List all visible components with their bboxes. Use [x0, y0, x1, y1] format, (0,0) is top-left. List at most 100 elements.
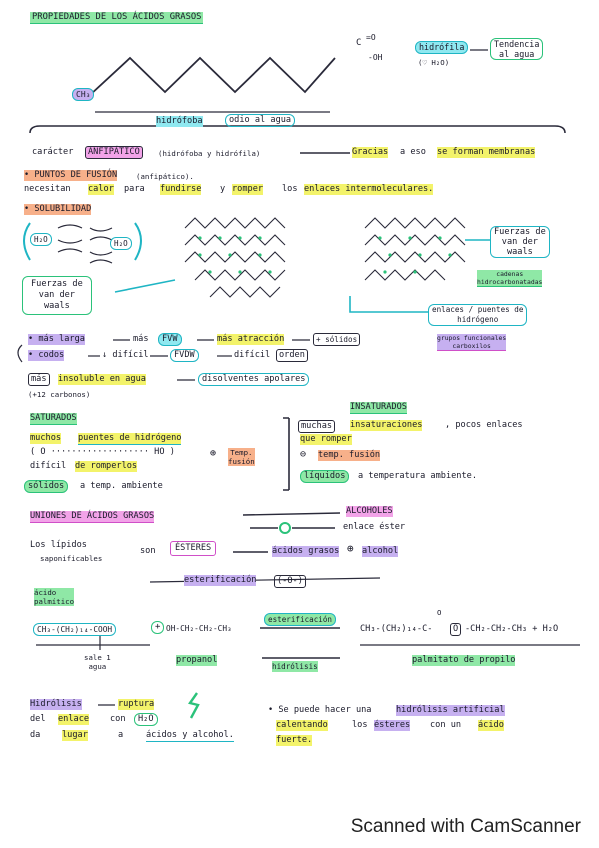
- reaction-right-a: CH₃-(CH₂)₁₄-C-: [360, 624, 433, 634]
- propanol-label: propanol: [176, 655, 218, 666]
- up-circle-icon: ⊕: [210, 448, 217, 459]
- carboxyl-oh: -OH: [368, 53, 383, 62]
- minus-o-label: (-O-): [274, 575, 306, 588]
- rule2-d: difícil: [234, 350, 271, 360]
- esteres-box: ÉSTERES: [170, 541, 217, 556]
- hidrofoba-label: hidrófoba: [156, 116, 203, 127]
- scanner-footer: Scanned with CamScanner: [0, 810, 599, 848]
- esterificacion-label: esterificación: [184, 575, 257, 586]
- fusion-title: • PUNTOS DE FUSIÓN: [24, 170, 118, 181]
- odio-box: odio al agua: [225, 114, 296, 127]
- reaction-oh: OH-CH₂-CH₂-CH₃: [166, 624, 232, 633]
- hidro-c: del: [30, 714, 46, 724]
- sat-l4a: sólidos: [24, 480, 69, 493]
- sat-l1b: puentes de hidrógeno: [78, 433, 182, 445]
- enlaces-box: enlaces / puentes de hidrógeno: [428, 304, 528, 326]
- enlace-ester: enlace éster: [343, 522, 406, 532]
- sat-bracket: [283, 417, 289, 491]
- caracter-p3: (hidrófoba y hidrófila): [158, 149, 261, 158]
- scanner-watermark: Scanned with CamScanner: [350, 816, 581, 837]
- hidro-i: a: [118, 730, 124, 740]
- insat-l1c: , pocos enlaces: [445, 420, 523, 430]
- lipidos-l2: saponificables: [40, 554, 103, 563]
- page-title: PROPIEDADES DE LOS ÁCIDOS GRASOS: [30, 12, 204, 24]
- caracter-p2: ANFIPÁTICO: [85, 146, 143, 159]
- hidro-j: ácidos y alcohol.: [146, 730, 234, 742]
- vdw-dots: [198, 236, 452, 274]
- insat-l2: que romper: [300, 434, 352, 445]
- art-f: con un: [430, 720, 462, 730]
- sat-l2: ( O ··················· HO ): [30, 447, 175, 457]
- rule1-e: + sólidos: [313, 333, 361, 346]
- arrow-enlaces: [349, 296, 428, 313]
- reaction-left: CH₃-(CH₂)₁₄-COOH: [33, 623, 117, 636]
- hidro-b: ruptura: [118, 699, 155, 710]
- sat-l1a: muchos: [30, 433, 62, 444]
- rule2-b: ↓ difícil: [102, 350, 149, 360]
- hidrofila-note: (♡ H₂O): [418, 58, 450, 67]
- rule1-d: más atracción: [217, 334, 285, 345]
- art-c: calentando: [276, 720, 328, 731]
- arrow-fuerzas-left: [114, 279, 176, 293]
- rules-arrows: [17, 339, 310, 381]
- insaturados-title: INSATURADOS: [350, 402, 407, 414]
- lipidos-l1: Los lípidos: [30, 540, 87, 550]
- water-molecules-icon: [57, 224, 113, 264]
- uniones-title: UNIONES DE ÁCIDOS GRASOS: [30, 511, 155, 523]
- alcoholes-label: ALCOHOLES: [346, 506, 393, 517]
- grupos-label: grupos funcionales carboxilos: [437, 334, 507, 351]
- solubilidad-title: • SOLUBILIDAD: [24, 204, 92, 215]
- alcohol-label: alcohol: [362, 546, 399, 557]
- rule1-b: más: [133, 334, 149, 344]
- insat-l1a: muchas: [298, 420, 336, 433]
- sat-temp: Temp. fusión: [228, 448, 255, 466]
- reaction-plus: +: [151, 621, 165, 634]
- h2o-left: H₂O: [30, 233, 52, 246]
- acido-palmitico: ácido palmítico: [34, 588, 75, 606]
- reaction-right-o: O: [450, 623, 462, 636]
- rule2-a: • codos: [28, 350, 65, 361]
- hidro-e: con: [110, 714, 126, 724]
- fusion-l2d: los: [282, 184, 298, 194]
- amphipathic-bracket: [29, 125, 566, 134]
- fatty-acid-zigzag: [89, 56, 336, 96]
- hidro-a: Hidrólisis: [30, 699, 82, 710]
- hidro-g: da: [30, 730, 41, 740]
- caracter-p1: carácter: [32, 147, 74, 157]
- insat-l1b: insaturaciones: [350, 420, 423, 431]
- fusion-romper: romper: [232, 184, 264, 195]
- rule1-c: FVW: [158, 333, 182, 346]
- lipid-chains-icon: [184, 217, 466, 298]
- h2o-right: H₂O: [110, 237, 132, 250]
- uniones-line: [242, 512, 341, 516]
- reaction-hidro: hidrólisis: [272, 661, 318, 672]
- plus-circle-icon: ⊕: [347, 542, 354, 555]
- art-d: los: [352, 720, 368, 730]
- hidro-f: H₂O: [134, 713, 158, 726]
- insat-l4b: a temperatura ambiente.: [358, 471, 477, 481]
- fusion-enlaces: enlaces intermoleculares.: [304, 184, 434, 195]
- fusion-l2b: para: [124, 184, 145, 194]
- sat-l4b: a temp. ambiente: [80, 481, 163, 491]
- son-label: son: [140, 546, 156, 556]
- caracter-p5: a eso: [400, 147, 426, 157]
- caracter-p6: se forman membranas: [437, 147, 536, 158]
- fuerzas-right-box: Fuerzas de van der waals: [490, 226, 550, 258]
- art-g: ácido: [478, 720, 504, 731]
- reaction-o-top: O: [437, 608, 442, 617]
- fusion-l2a: necesitan: [24, 184, 71, 194]
- hidro-h: lugar: [62, 730, 88, 741]
- art-e: ésteres: [374, 720, 411, 731]
- caracter-p4: Gracias: [352, 147, 389, 158]
- rule2-c: FVDW: [170, 349, 199, 362]
- reaction-ester: esterificación: [264, 613, 337, 626]
- rule3-c: disolventes apolares: [198, 373, 310, 386]
- sale-agua: sale 1 agua: [84, 653, 111, 671]
- fusion-l2c: y: [220, 184, 226, 194]
- rule4: (+12 carbonos): [28, 390, 91, 399]
- acidos-grasos: ácidos grasos: [272, 546, 340, 557]
- h2o-bracket-left: [23, 222, 31, 261]
- art-b: hidrólisis artificial: [396, 705, 505, 716]
- rule1-a: • más larga: [28, 334, 85, 345]
- insat-l4a: líquidos: [300, 470, 350, 483]
